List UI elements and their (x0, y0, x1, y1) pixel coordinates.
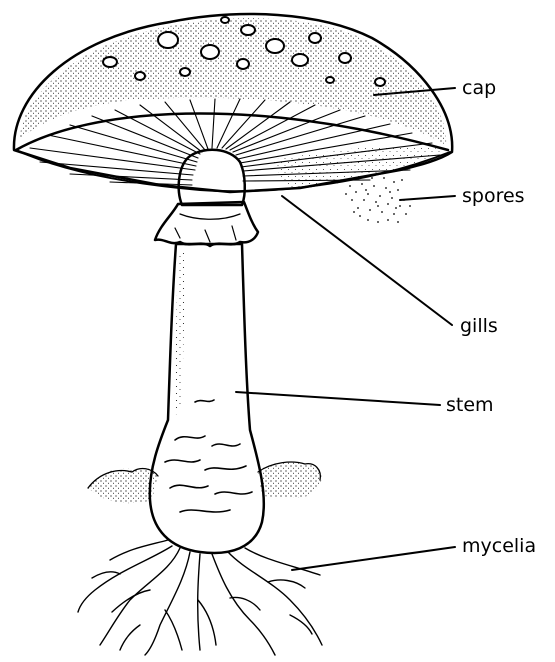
label-gills: gills (460, 315, 498, 337)
label-spores: spores (462, 185, 525, 207)
gills-leader (282, 196, 452, 325)
stem-top (179, 150, 245, 205)
stem (150, 244, 264, 553)
stem-ring (155, 202, 258, 246)
label-mycelia: mycelia (462, 535, 536, 557)
soil (88, 462, 321, 503)
mycelia-roots (78, 540, 322, 655)
spores-leader (400, 196, 455, 200)
mycelia-leader (292, 547, 455, 570)
label-cap: cap (462, 77, 496, 99)
cap-shading (270, 146, 445, 190)
label-stem: stem (446, 394, 494, 416)
stem-leader (236, 392, 440, 405)
